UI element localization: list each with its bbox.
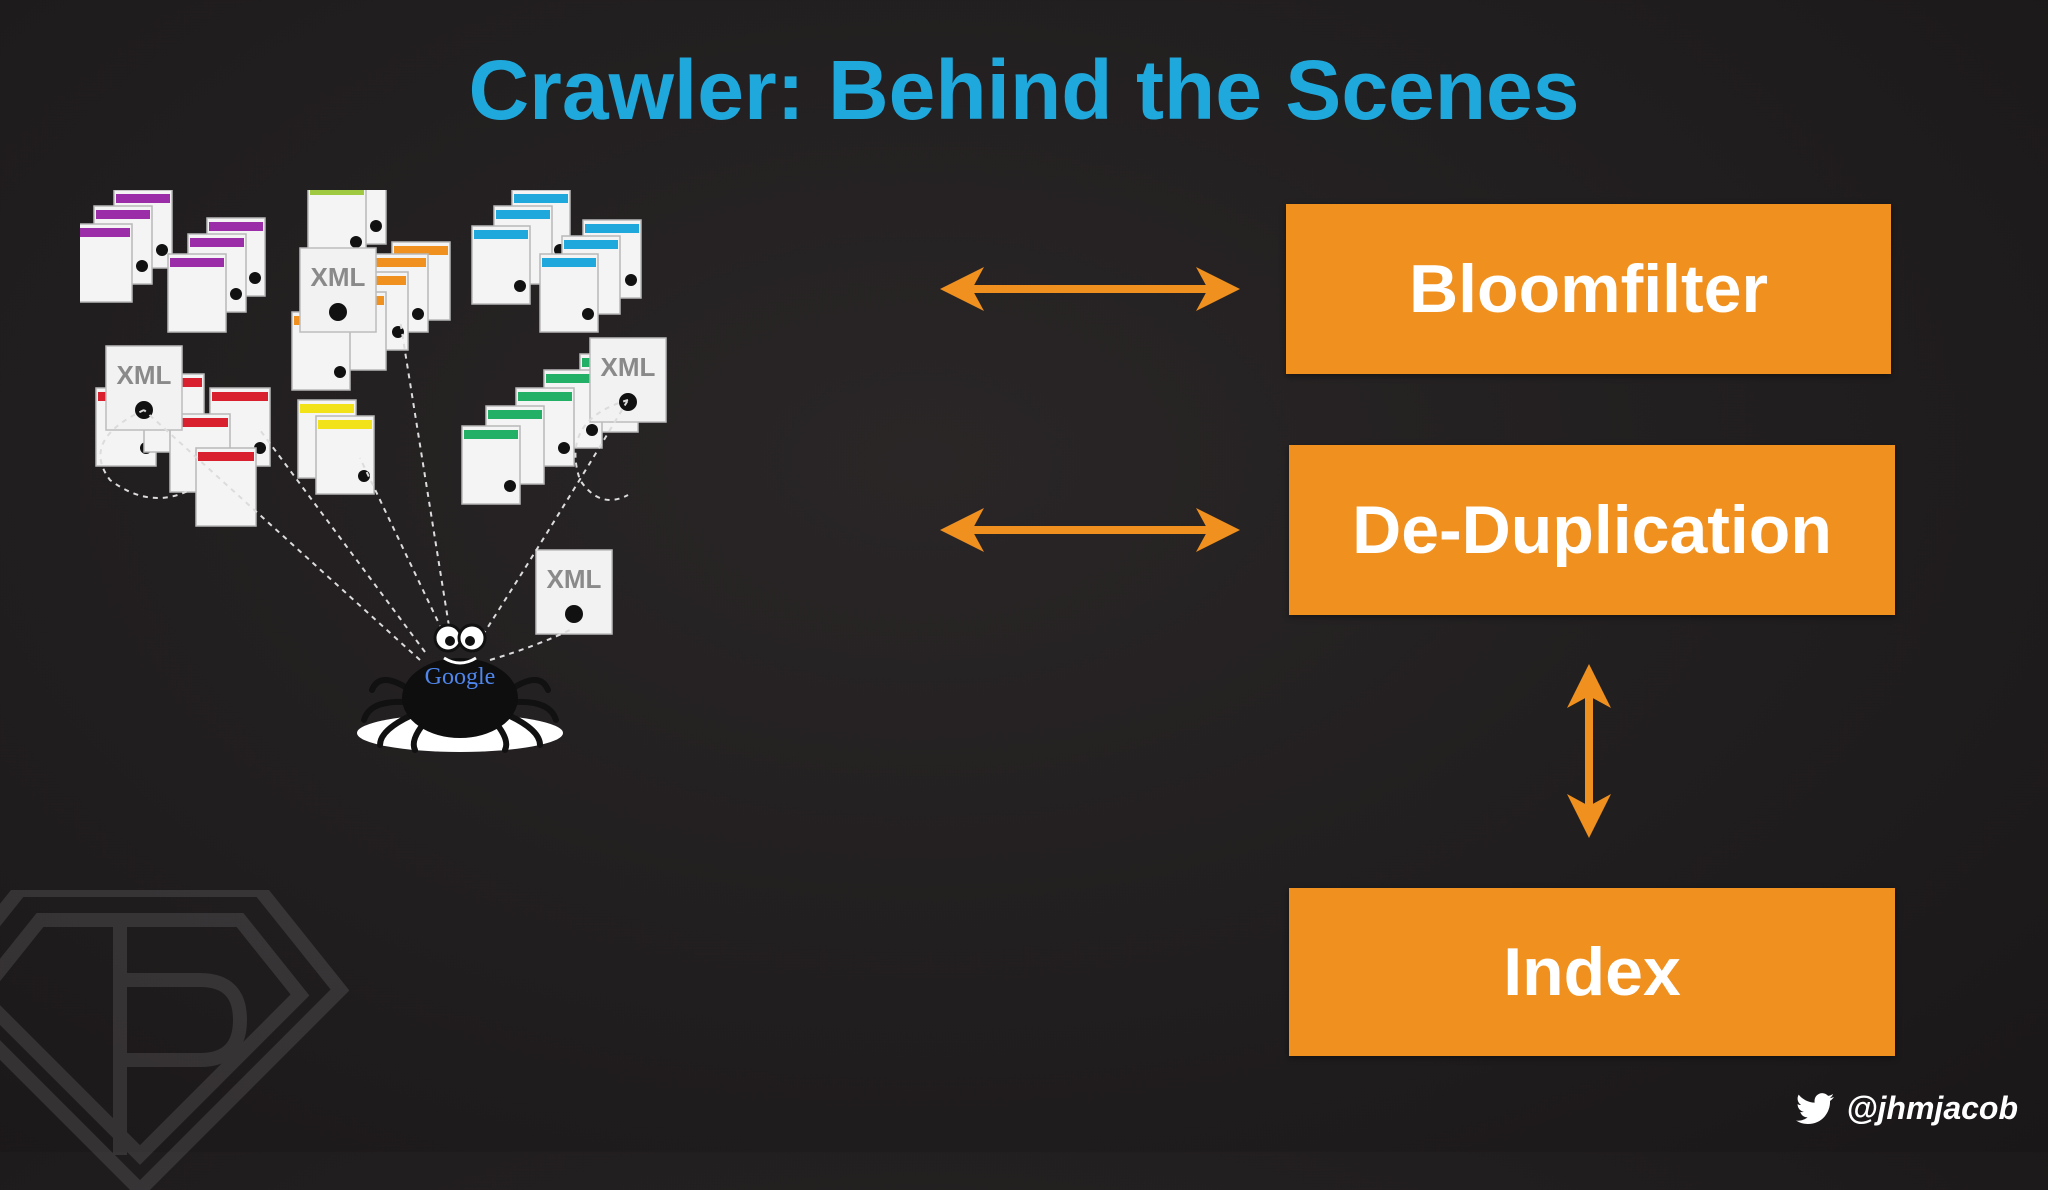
- deduplication-label: De-Duplication: [1352, 492, 1832, 568]
- link-line: [399, 319, 453, 646]
- web-page-icon: [315, 415, 375, 495]
- arrow-bloomfilter: [940, 267, 1240, 311]
- link-line: [259, 429, 426, 653]
- index-label: Index: [1503, 934, 1681, 1010]
- svg-text:XML: XML: [117, 360, 172, 390]
- watermark-logo: [0, 890, 350, 1190]
- sitemap-group: XML XML XML XML: [105, 247, 667, 635]
- xml-sitemap-icon: XML: [105, 345, 183, 431]
- web-page-icon: [539, 253, 599, 333]
- deduplication-box: De-Duplication: [1289, 445, 1895, 615]
- web-page-icon: [80, 223, 133, 303]
- handle-text: @jhmjacob: [1846, 1090, 2018, 1126]
- web-page-icon: [167, 253, 227, 333]
- arrow-index: [1567, 664, 1611, 838]
- bloomfilter-label: Bloomfilter: [1409, 251, 1768, 327]
- crawler-illustration: XML XML XML XML Google: [80, 190, 667, 753]
- link-line: [359, 457, 443, 631]
- svg-text:XML: XML: [547, 564, 602, 594]
- link-line: [574, 399, 629, 501]
- link-lines: [99, 319, 629, 661]
- web-page-icon: [461, 425, 521, 505]
- svg-text:XML: XML: [311, 262, 366, 292]
- xml-sitemap-icon: XML: [589, 337, 667, 423]
- xml-sitemap-icon: XML: [299, 247, 377, 333]
- link-line: [489, 627, 575, 661]
- spider-logo-text: Google: [425, 664, 496, 690]
- slide-title: Crawler: Behind the Scenes: [468, 43, 1580, 137]
- spider-icon: Google: [357, 623, 563, 753]
- twitter-handle: @jhmjacob: [1796, 1090, 2018, 1127]
- index-box: Index: [1289, 888, 1895, 1056]
- link-line: [143, 409, 421, 661]
- twitter-bird-icon: [1796, 1092, 1835, 1124]
- arrow-deduplication: [940, 508, 1240, 552]
- xml-sitemap-icon: XML: [535, 549, 613, 635]
- svg-text:XML: XML: [601, 352, 656, 382]
- web-page-icon: [195, 447, 257, 527]
- web-page-icon: [471, 225, 531, 305]
- link-line: [99, 409, 191, 499]
- bloomfilter-box: Bloomfilter: [1286, 204, 1891, 374]
